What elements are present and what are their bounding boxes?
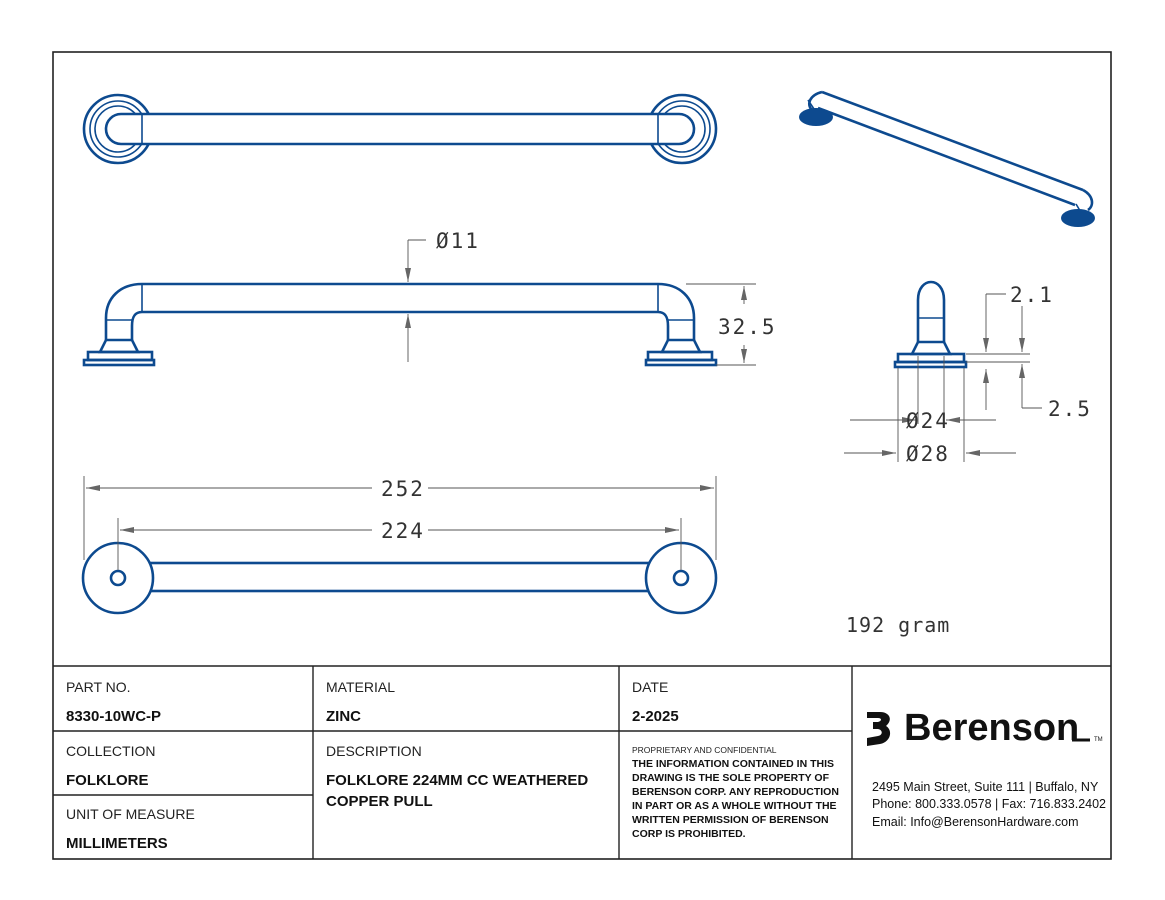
material-value: ZINC [326,708,361,725]
iso-base-right [1061,209,1095,227]
height-label: 32.5 [718,315,777,339]
uom-value: MILLIMETERS [66,835,168,852]
notice-line: IN PART OR AS A WHOLE WITHOUT THE [632,800,837,812]
berenson-logo-mark-icon [867,712,891,746]
collection-label: COLLECTION [66,743,155,759]
bottom-view [81,541,718,615]
description-line-2: COPPER PULL [326,793,433,810]
notice-line: BERENSON CORP. ANY REPRODUCTION [632,786,839,798]
bar-diameter-label: Ø11 [436,229,480,253]
company-address: 2495 Main Street, Suite 111 | Buffalo, N… [872,780,1099,794]
base-bottom-label: 2.5 [1048,397,1092,421]
overall-length-label: 252 [381,477,425,501]
proprietary-heading: PROPRIETARY AND CONFIDENTIAL [632,745,777,755]
berenson-logo: Berenson TM [867,707,1103,749]
title-block: PART NO. 8330-10WC-P MATERIAL ZINC DATE … [53,666,1106,859]
collection-value: FOLKLORE [66,772,149,789]
base-diameter-label: Ø28 [906,442,950,466]
notice-line: DRAWING IS THE SOLE PROPERTY OF [632,772,830,784]
bottom-dimensions: 252 224 [83,476,717,570]
notice-line: CORP IS PROHIBITED. [632,828,746,840]
part-no-value: 8330-10WC-P [66,708,161,725]
isometric-view [799,90,1095,227]
notice-line: THE INFORMATION CONTAINED IN THIS [632,758,834,770]
base-top-label: 2.1 [1010,283,1054,307]
weight-label: 192 gram [846,613,950,637]
post-diameter-label: Ø24 [906,409,950,433]
uom-label: UNIT OF MEASURE [66,806,195,822]
date-label: DATE [632,679,668,695]
material-label: MATERIAL [326,679,395,695]
front-view [82,282,718,367]
iso-base-left [799,108,833,126]
description-line-1: FOLKLORE 224MM CC WEATHERED [326,772,588,789]
company-email: Email: Info@BerensonHardware.com [872,815,1079,829]
top-view [82,93,718,165]
description-label: DESCRIPTION [326,743,422,759]
trademark: TM [1094,737,1103,743]
company-phone: Phone: 800.333.0578 | Fax: 716.833.2402 [872,797,1106,811]
company-name: Berenson [904,707,1079,749]
date-value: 2-2025 [632,708,679,725]
part-no-label: PART NO. [66,679,131,695]
notice-line: WRITTEN PERMISSION OF BERENSON [632,814,829,826]
center-to-center-label: 224 [381,519,425,543]
side-view [893,280,968,369]
side-dimensions: 2.1 2.5 Ø24 Ø28 [844,283,1092,466]
front-dimensions: Ø11 32.5 [405,229,777,366]
drawing-border [52,51,1112,860]
